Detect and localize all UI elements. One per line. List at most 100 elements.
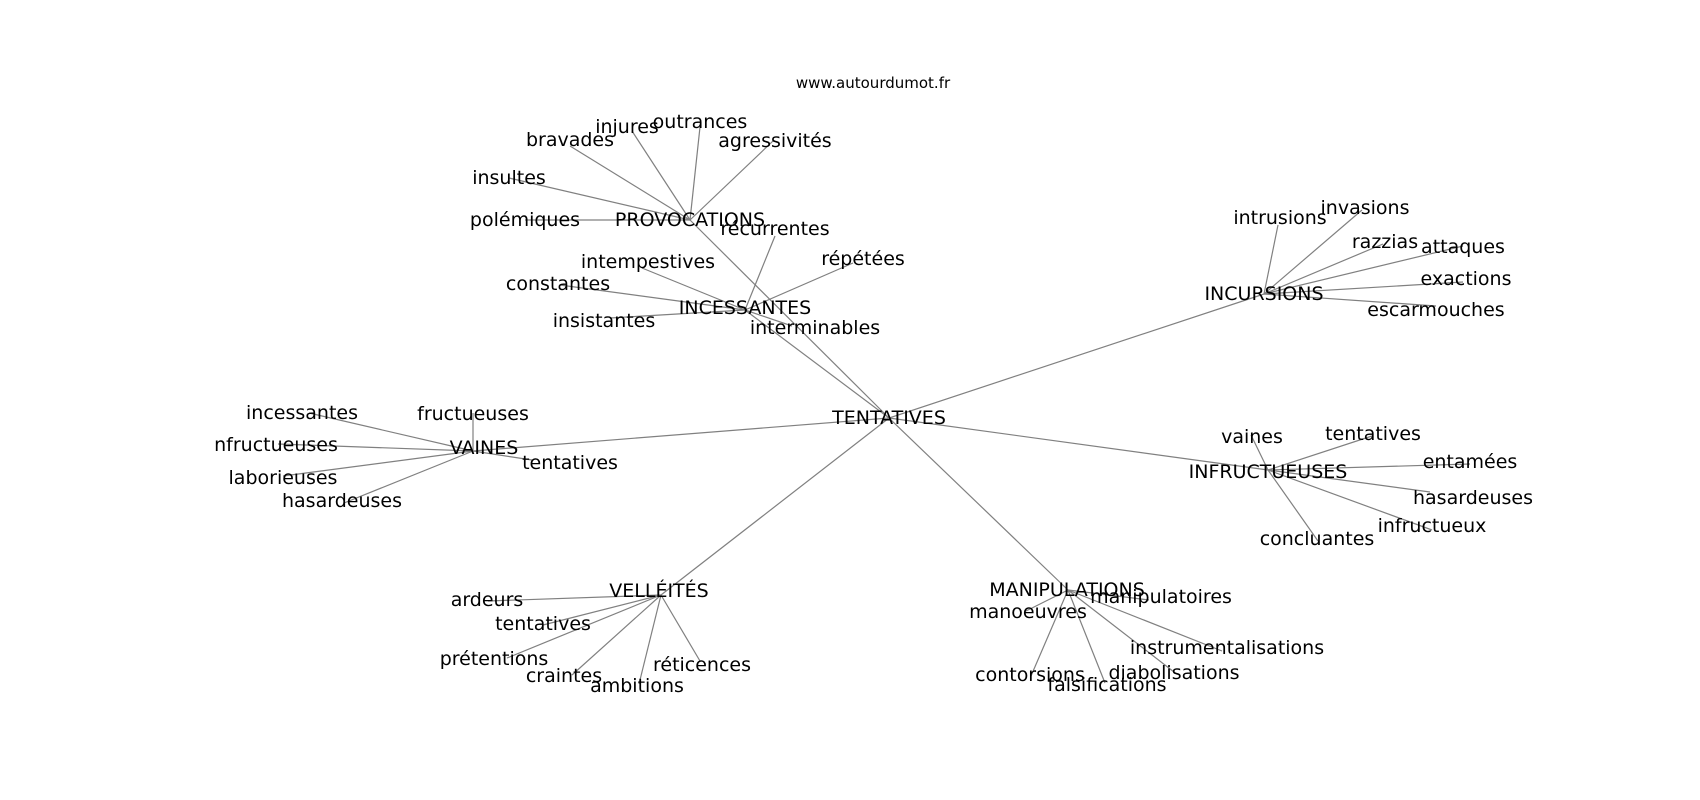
word-node-provocations-injures[interactable]: injures [595, 116, 659, 138]
word-node-vaines-fructueuses[interactable]: fructueuses [417, 403, 529, 425]
word-node-infructueuses-tentatives[interactable]: tentatives [1325, 423, 1421, 445]
edge-manipulations-manoeuvres [1025, 589, 1069, 612]
edge-vaines-tentatives [472, 450, 533, 461]
edge-provocations-outrances [689, 126, 701, 221]
word-node-incessantes-repetees[interactable]: répétées [821, 248, 905, 270]
hub-node-provocations[interactable]: PROVOCATIONS [615, 209, 765, 231]
word-node-incessantes-insistantes[interactable]: insistantes [553, 310, 656, 332]
word-node-provocations-polemiques[interactable]: polémiques [470, 209, 580, 231]
edge-incessantes-repetees [744, 262, 854, 311]
edge-incessantes-interminables [744, 309, 793, 327]
word-node-manipulations-diabolisations[interactable]: diabolisations [1108, 662, 1239, 684]
word-node-incursions-exactions[interactable]: exactions [1421, 268, 1512, 290]
word-node-incessantes-intempestives[interactable]: intempestives [581, 251, 715, 273]
edge-vaines-incessantes [308, 412, 474, 452]
hub-node-vaines[interactable]: VAINES [450, 437, 519, 459]
word-node-vaines-incessantes[interactable]: incessantes [246, 402, 358, 424]
word-node-vaines-hasardeuses[interactable]: hasardeuses [282, 490, 402, 512]
word-node-manipulations-falsifications[interactable]: falsifications [1047, 674, 1166, 696]
site-url[interactable]: www.autourdumot.fr [796, 74, 951, 92]
word-node-vaines-tentatives[interactable]: tentatives [522, 452, 618, 474]
edge-manipulations-falsifications [1067, 589, 1106, 684]
hub-node-infructueuses[interactable]: INFRUCTUEUSES [1189, 461, 1348, 483]
word-node-incursions-attaques[interactable]: attaques [1421, 236, 1505, 258]
edge-infructueuses-hasardeuses [1267, 469, 1431, 493]
edge-provocations-injures [631, 130, 691, 221]
edge-incursions-intrusions [1263, 224, 1279, 295]
hub-node-velleites[interactable]: VELLÉITÉS [609, 579, 708, 602]
edge-manipulations-contorsions [1030, 589, 1069, 677]
edges [277, 126, 1471, 685]
word-node-infructueuses-concluantes[interactable]: concluantes [1260, 528, 1375, 550]
hub-node-incursions[interactable]: INCURSIONS [1204, 283, 1323, 305]
root-node-tentatives[interactable]: TENTATIVES [831, 407, 946, 429]
word-node-manipulations-instrumentalisations[interactable]: instrumentalisations [1130, 637, 1324, 659]
edge-incessantes-constantes [559, 284, 746, 311]
edge-velleites-ardeurs [487, 594, 662, 602]
edge-provocations-insultes [508, 177, 691, 221]
hub-node-incessantes[interactable]: INCESSANTES [679, 297, 811, 319]
edge-velleites-craintes [571, 594, 662, 676]
edge-infructueuses-entamees [1267, 463, 1471, 471]
edge-incursions-attaques [1263, 245, 1464, 295]
edge-incursions-razzias [1263, 243, 1384, 295]
word-node-incursions-razzias[interactable]: razzias [1352, 231, 1418, 253]
edge-infructueuses-tentatives [1267, 435, 1373, 471]
edge-manipulations-manipulatoires [1067, 589, 1150, 601]
word-node-incursions-escarmouches[interactable]: escarmouches [1367, 299, 1504, 321]
edge-incessantes-insistantes [609, 309, 746, 319]
edge-incessantes-recurrentes [744, 235, 776, 311]
edge-manipulations-diabolisations [1067, 589, 1175, 673]
edge-infructueuses-vaines [1250, 434, 1269, 471]
labels: TENTATIVES PROVOCATIONS bravadesinjuresout… [214, 111, 1533, 697]
word-node-manipulations-contorsions[interactable]: contorsions [975, 664, 1085, 686]
edge-root-incessantes [744, 309, 890, 419]
word-node-velleites-ardeurs[interactable]: ardeurs [451, 589, 524, 611]
word-node-manipulations-manipulatoires[interactable]: manipulatoires [1090, 586, 1232, 608]
edge-provocations-bravades [569, 145, 691, 221]
edge-incursions-exactions [1263, 281, 1464, 295]
word-node-provocations-insultes[interactable]: insultes [472, 167, 546, 189]
hub-node-manipulations[interactable]: MANIPULATIONS [989, 579, 1145, 601]
edge-root-vaines [472, 417, 890, 452]
word-node-vaines-nfructueuses[interactable]: nfructueuses [214, 434, 338, 456]
edge-velleites-pretentions [506, 594, 662, 659]
edge-velleites-ambitions [638, 594, 662, 685]
word-node-vaines-laborieuses[interactable]: laborieuses [229, 467, 338, 489]
word-node-provocations-bravades[interactable]: bravades [526, 129, 614, 151]
word-node-incessantes-constantes[interactable]: constantes [506, 273, 610, 295]
word-node-velleites-pretentions[interactable]: prétentions [440, 648, 549, 670]
word-node-incursions-intrusions[interactable]: intrusions [1233, 207, 1326, 229]
edge-incursions-escarmouches [1263, 293, 1437, 307]
word-node-incessantes-recurrentes[interactable]: récurrentes [720, 218, 829, 240]
edge-velleites-reticences [660, 594, 701, 662]
word-node-velleites-reticences[interactable]: réticences [653, 654, 751, 676]
word-node-manipulations-manoeuvres[interactable]: manoeuvres [969, 601, 1087, 623]
word-node-provocations-agressivites[interactable]: agressivités [718, 130, 831, 152]
edge-velleites-tentatives [542, 594, 662, 626]
word-node-infructueuses-hasardeuses[interactable]: hasardeuses [1413, 487, 1533, 509]
edge-incursions-invasions [1263, 209, 1363, 295]
edge-vaines-hasardeuses [343, 450, 474, 504]
word-node-velleites-ambitions[interactable]: ambitions [590, 675, 684, 697]
word-node-incessantes-interminables[interactable]: interminables [750, 317, 880, 339]
word-node-velleites-craintes[interactable]: craintes [526, 665, 602, 687]
edge-manipulations-instrumentalisations [1067, 589, 1223, 652]
word-node-incursions-invasions[interactable]: invasions [1321, 197, 1410, 219]
word-node-infructueuses-infructueux[interactable]: infructueux [1378, 515, 1487, 537]
edge-root-velleites [660, 417, 890, 596]
edge-root-incursions [888, 293, 1265, 419]
edge-vaines-nfructueuses [277, 443, 474, 452]
edge-root-provocations [689, 219, 890, 419]
word-node-velleites-tentatives[interactable]: tentatives [495, 613, 591, 635]
edge-infructueuses-infructueux [1267, 469, 1433, 531]
word-node-provocations-outrances[interactable]: outrances [653, 111, 748, 133]
edge-root-manipulations [888, 417, 1069, 591]
edge-infructueuses-concluantes [1267, 469, 1319, 542]
edge-provocations-agressivites [689, 140, 774, 221]
edge-root-infructueuses [888, 417, 1269, 471]
edge-incessantes-intempestives [641, 267, 746, 311]
word-node-infructueuses-vaines[interactable]: vaines [1221, 426, 1283, 448]
word-node-infructueuses-entamees[interactable]: entamées [1423, 451, 1518, 473]
